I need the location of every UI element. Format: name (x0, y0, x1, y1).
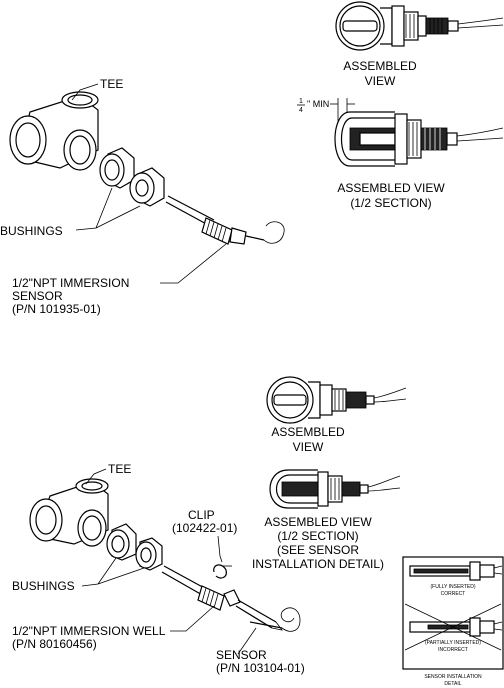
top-assembled-view-drawing (335, 1, 504, 51)
bottom-well-leader (170, 605, 215, 632)
top-sensor-label-line1: 1/2"NPT IMMERSION (12, 276, 129, 290)
top-tee-leader (71, 83, 99, 101)
bottom-well-label-line1: 1/2"NPT IMMERSION WELL (12, 624, 166, 638)
bottom-half-section-label-line2: (1/2 SECTION) (277, 529, 358, 543)
bottom-sensor-label-line2: (P/N 103104-01) (216, 661, 305, 675)
top-sensor-leader (160, 243, 227, 284)
top-bushings-leader (75, 187, 141, 231)
bottom-well-drawing (161, 565, 283, 631)
top-assembled-view-label-line1: ASSEMBLED (343, 59, 417, 73)
bottom-tee-leader (85, 468, 107, 485)
detail-correct-line2: CORRECT (441, 591, 466, 597)
bottom-assembled-view-drawing (266, 376, 407, 424)
bottom-bushings-leader (81, 557, 145, 587)
bottom-half-section-label-line1: ASSEMBLED VIEW (264, 515, 372, 529)
bottom-sensor-drawing (249, 607, 301, 632)
clip-label-line1: CLIP (188, 508, 215, 522)
bottom-assembled-view-label-line1: ASSEMBLED (271, 425, 345, 439)
min-fraction-top: 1 (299, 98, 303, 105)
bottom-bushings-label: BUSHINGS (12, 579, 75, 593)
bottom-well-label-line2: (P/N 80160456) (12, 637, 97, 651)
top-tee-label: TEE (100, 77, 123, 91)
bottom-sensor-label-line1: SENSOR (216, 648, 267, 662)
top-tee-drawing (9, 91, 99, 171)
detail-incorrect-line2: INCORRECT (438, 647, 468, 653)
top-assembled-view-label-line2: VIEW (365, 74, 396, 88)
detail-incorrect-drawing (404, 603, 503, 651)
top-bushings-drawing (99, 147, 165, 207)
top-half-section-label-line2: (1/2 SECTION) (350, 196, 431, 210)
clip-drawing (213, 564, 232, 579)
clip-label-line2: (102422-01) (172, 521, 237, 535)
detail-incorrect-line1: (PARTIALLY INSERTED) (425, 640, 481, 646)
bottom-tee-label: TEE (108, 462, 131, 476)
top-bushings-label: BUSHINGS (0, 224, 63, 238)
detail-correct-line1: (FULLY INSERTED) (430, 584, 475, 590)
clip-leader (217, 535, 223, 563)
top-sensor-drawing (165, 195, 285, 245)
min-suffix: " MIN (307, 99, 329, 109)
top-sensor-label-line2: SENSOR (12, 289, 63, 303)
bottom-half-section-drawing (269, 469, 401, 509)
detail-correct-drawing (409, 561, 503, 581)
min-fraction-bottom: 4 (299, 107, 303, 114)
top-half-section-label-line1: ASSEMBLED VIEW (337, 181, 445, 195)
bottom-half-section-label-line4: INSTALLATION DETAIL) (252, 557, 384, 571)
installation-detail-box: (FULLY INSERTED) CORRECT (PARTIALLY INSE… (402, 556, 504, 670)
bottom-sensor-leader (237, 627, 257, 655)
top-half-section-drawing (334, 111, 504, 167)
bottom-assembled-view-label-line2: VIEW (293, 440, 324, 454)
detail-caption-line2: DETAIL (444, 681, 461, 687)
detail-caption-line1: SENSOR INSTALLATION (424, 674, 482, 680)
bottom-tee-drawing (29, 478, 109, 547)
bottom-half-section-label-line3: (SEE SENSOR (277, 543, 359, 557)
top-sensor-label-line3: (P/N 101935-01) (12, 302, 101, 316)
bottom-bushings-drawing (106, 523, 163, 571)
